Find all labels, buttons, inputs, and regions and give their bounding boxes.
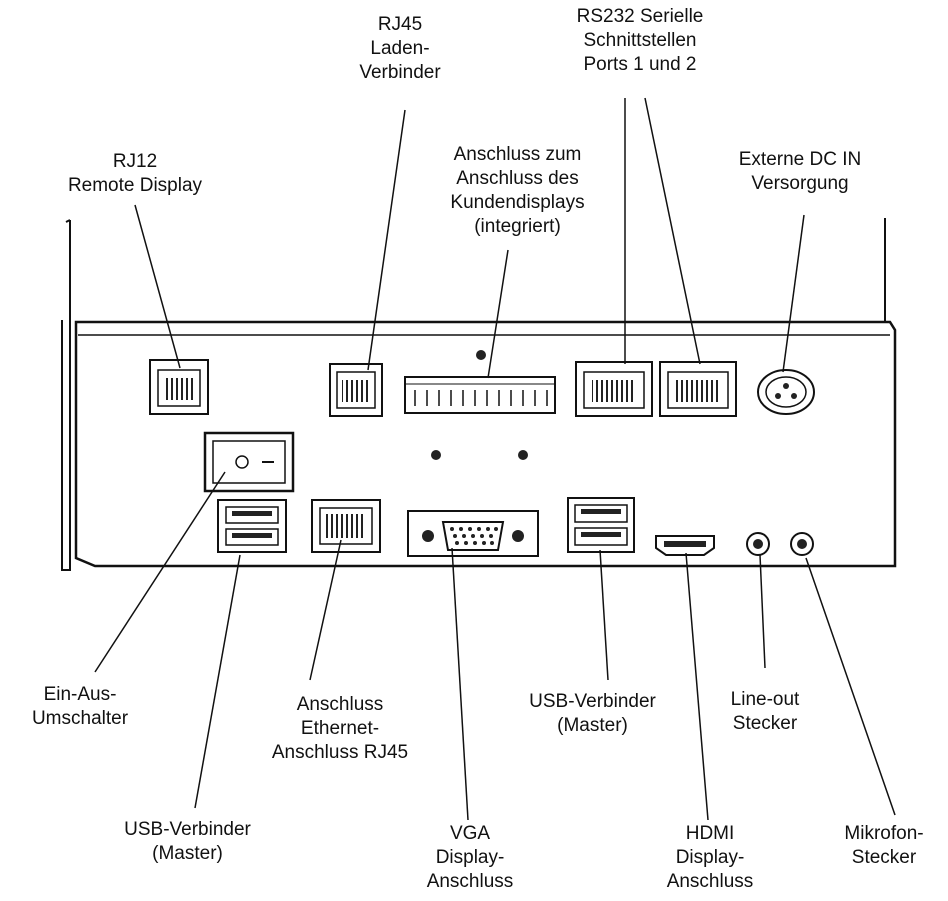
mic-jack: [790, 532, 814, 556]
dc-in-socket: [757, 369, 815, 415]
usb-port-left: [217, 499, 287, 553]
label-ein-aus: Ein-Aus- Umschalter: [31, 684, 129, 729]
usb-port-right: [567, 497, 635, 553]
ethernet-port: [311, 499, 381, 553]
label-rj12: RJ12 Remote Display: [67, 151, 203, 196]
label-usb-right: USB-Verbinder (Master): [529, 691, 656, 736]
rs232-port-2: [659, 361, 737, 417]
leader-lines: [94, 97, 896, 821]
vga-port: [407, 510, 539, 557]
rj45-laden-port: [329, 363, 383, 417]
label-dc-in: Externe DC IN Versorgung: [738, 149, 862, 194]
label-hdmi: HDMI Display- Anschluss: [666, 823, 754, 892]
hdmi-port: [655, 535, 715, 556]
power-switch: [203, 431, 295, 493]
label-line-out: Line-out Stecker: [730, 689, 800, 734]
label-ethernet: Anschluss Ethernet- Anschluss RJ45: [271, 694, 409, 763]
label-vga: VGA Display- Anschluss: [426, 823, 514, 892]
label-kundendisplay: Anschluss zum Anschluss des Kundendispla…: [450, 144, 585, 237]
rj12-port: [149, 359, 209, 415]
label-rs232: RS232 Serielle Schnittstellen Ports 1 un…: [576, 6, 704, 75]
line-out-jack: [746, 532, 770, 556]
rs232-port-1: [575, 361, 653, 417]
kundendisplay-connector: [404, 350, 556, 460]
label-rj45-laden: RJ45 Laden- Verbinder: [359, 14, 441, 83]
label-mikrofon: Mikrofon- Stecker: [844, 823, 924, 868]
label-usb-left: USB-Verbinder (Master): [124, 819, 251, 864]
